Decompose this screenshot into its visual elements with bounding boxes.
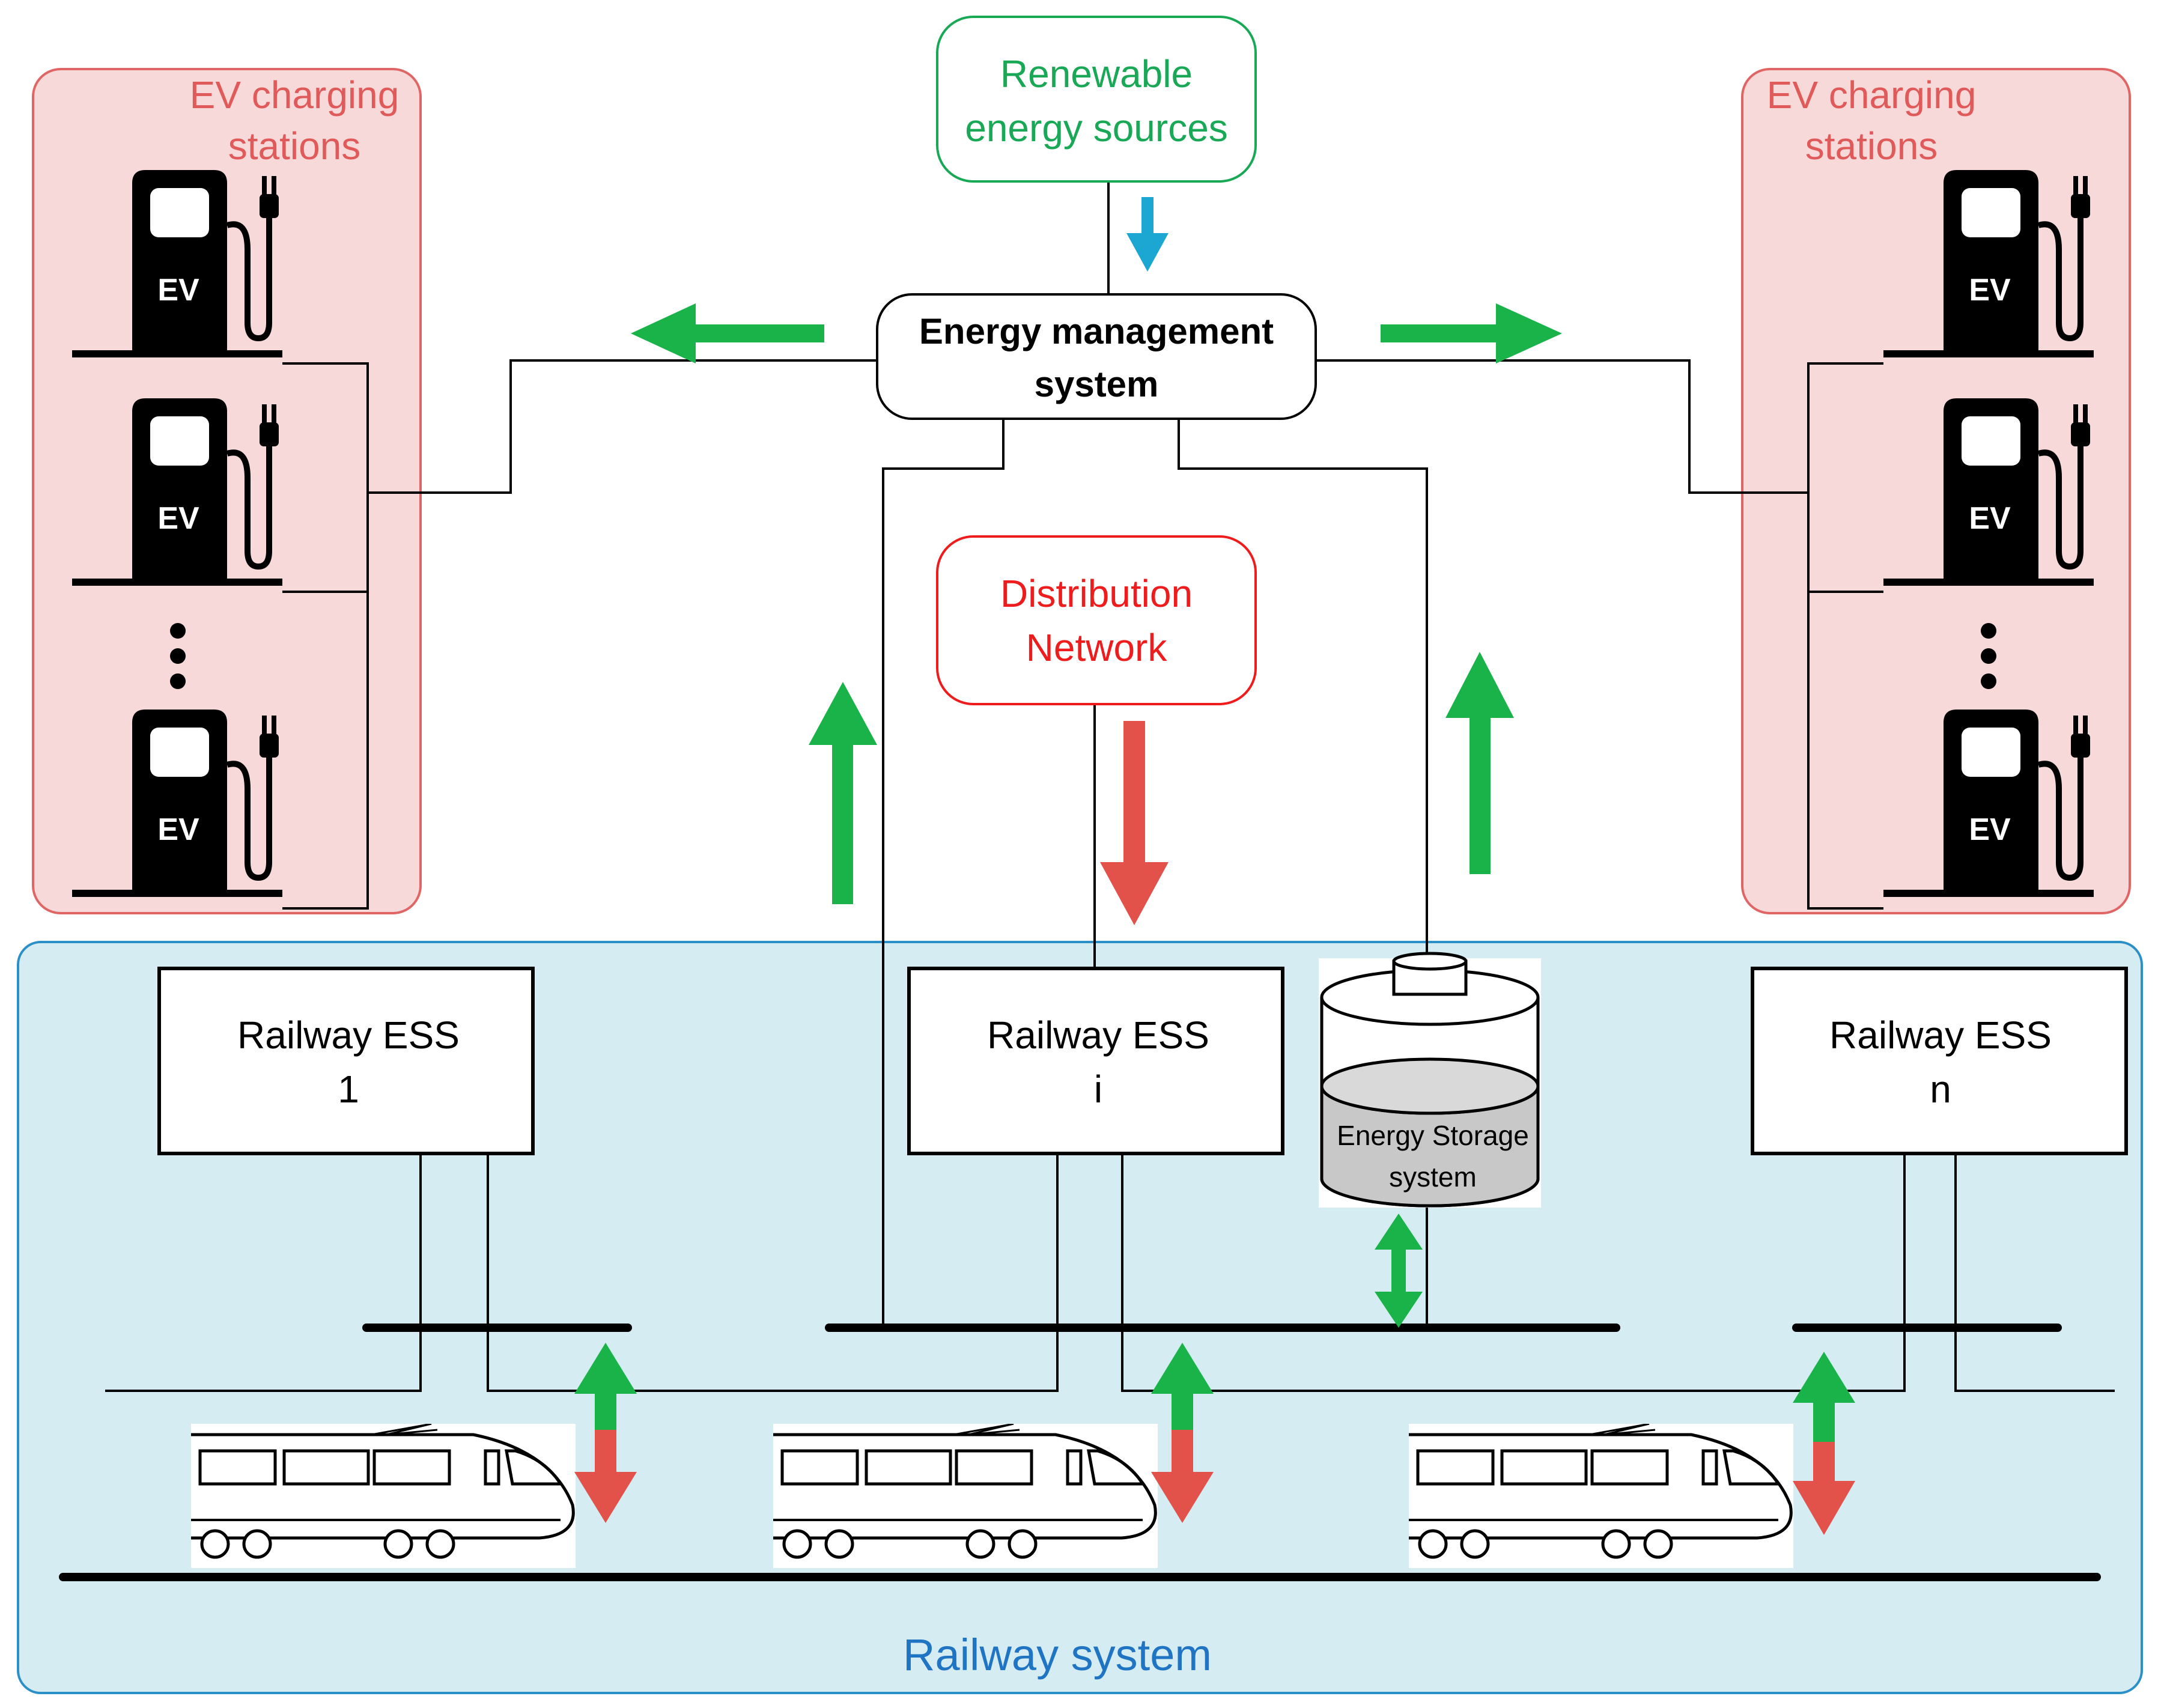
busbars — [59, 1324, 2101, 1581]
arrow-bidirectional-train-1-icon — [574, 1343, 637, 1523]
ev-charger-icon: EV — [1883, 170, 2094, 359]
ev-station-title-right-1: EV charging — [1767, 73, 1977, 117]
railway-ess-i-label-2: i — [1094, 1068, 1102, 1111]
renewable-label-1: Renewable — [1000, 52, 1193, 96]
railway-ess-n-label-1: Railway ESS — [1829, 1014, 2052, 1057]
ev-station-title-right-2: stations — [1805, 124, 1938, 168]
ems-label-1: Energy management — [919, 311, 1274, 351]
train-icon — [191, 1424, 576, 1568]
ev-station-title-left-1: EV charging — [190, 73, 400, 117]
ems-label-2: system — [1035, 364, 1159, 404]
railway-ess-i-label-1: Railway ESS — [987, 1014, 1209, 1057]
arrow-down-blue-icon — [1126, 197, 1169, 272]
distribution-network-box: Distribution Network — [936, 535, 1257, 705]
ev-station-panel-right — [1741, 68, 2131, 914]
railway-ess-1-label-2: 1 — [338, 1068, 359, 1111]
arrow-down-red-icon — [1100, 721, 1169, 925]
ev-charger-label: EV — [1969, 501, 2011, 536]
railway-system-label: Railway system — [903, 1630, 1212, 1680]
connection-lines — [105, 181, 2115, 1392]
ev-charger-label: EV — [1969, 273, 2011, 308]
renewable-label-2: energy sources — [965, 106, 1228, 150]
arrow-bidirectional-green-icon — [1375, 1214, 1423, 1328]
ems-box: Energy management system — [876, 293, 1317, 420]
ev-charger-icon: EV — [1883, 710, 2094, 898]
battery-cylinder-icon: Energy Storage system — [1319, 952, 1541, 1208]
railway-ess-n-label-2: n — [1930, 1068, 1951, 1111]
vertical-dots-icon — [1981, 623, 1996, 689]
ev-charger-icon: EV — [72, 710, 282, 898]
ev-charger-icon: EV — [72, 170, 282, 359]
storage-label-1: Energy Storage — [1337, 1120, 1529, 1151]
railway-ess-1-box: Railway ESS 1 — [157, 967, 535, 1155]
arrow-right-green-icon — [1381, 303, 1562, 363]
arrow-bidirectional-train-3-icon — [1793, 1352, 1855, 1535]
ev-charger-icon: EV — [72, 398, 282, 587]
arrow-bidirectional-train-2-icon — [1151, 1343, 1214, 1523]
ev-charger-label: EV — [157, 812, 199, 847]
arrow-up-green-icon — [809, 682, 877, 904]
ev-station-title-left-2: stations — [228, 124, 361, 168]
ev-charger-label: EV — [157, 273, 199, 308]
arrow-left-green-icon — [631, 303, 824, 363]
railway-ess-i-box: Railway ESS i — [907, 967, 1284, 1155]
railway-ess-n-box: Railway ESS n — [1751, 967, 2128, 1155]
train-icon — [773, 1424, 1158, 1568]
vertical-dots-icon — [170, 623, 186, 689]
distribution-label-2: Network — [1026, 626, 1168, 669]
train-icon — [1409, 1424, 1793, 1568]
arrow-up-green-icon — [1445, 652, 1514, 874]
distribution-label-1: Distribution — [1000, 572, 1193, 615]
renewable-energy-box: Renewable energy sources — [936, 16, 1257, 183]
ev-charger-label: EV — [1969, 812, 2011, 847]
ev-charger-icon: EV — [1883, 398, 2094, 587]
storage-label-2: system — [1389, 1161, 1477, 1193]
railway-ess-1-label-1: Railway ESS — [237, 1014, 460, 1057]
ev-charger-label: EV — [157, 501, 199, 536]
